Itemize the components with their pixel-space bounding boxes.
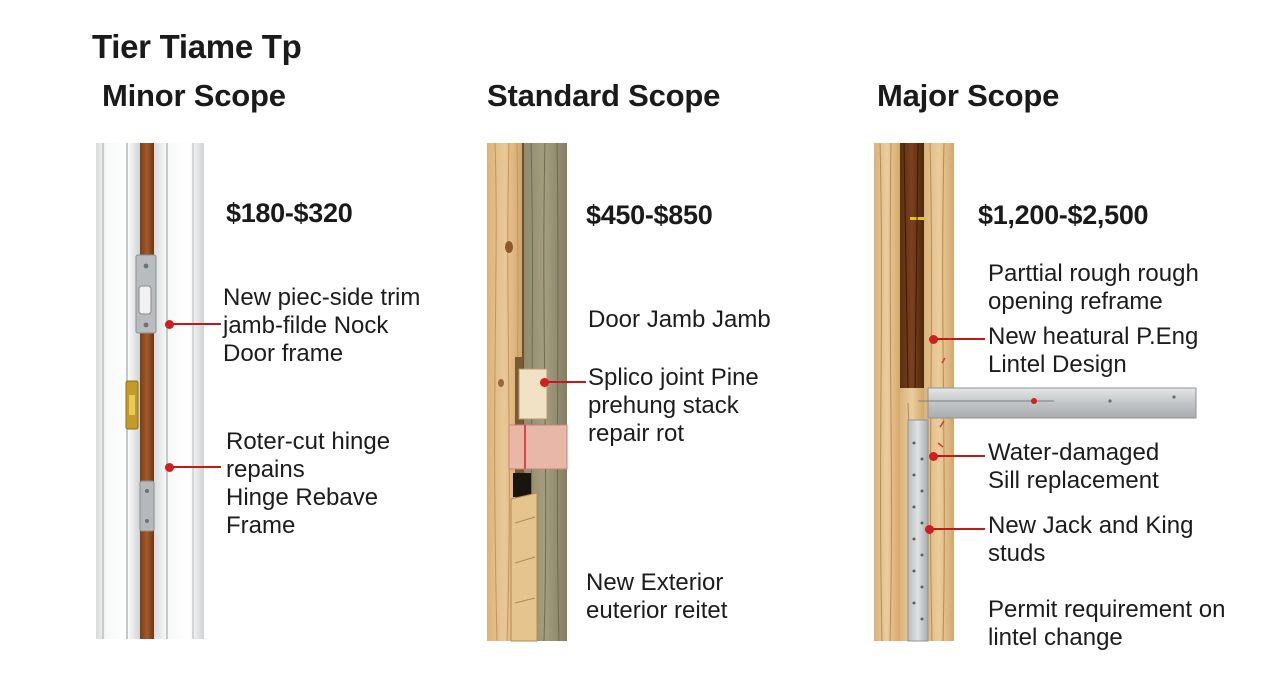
callout-leader — [937, 455, 985, 457]
price-standard: $450-$850 — [586, 200, 713, 230]
price-minor: $180-$320 — [226, 198, 353, 228]
strike-plate-icon — [125, 380, 139, 430]
callout-leader — [548, 381, 586, 383]
perforated-strap-icon — [907, 419, 929, 642]
callout-leader — [173, 466, 221, 468]
lower-hinge-icon — [139, 480, 155, 532]
tier-heading-major: Major Scope — [877, 78, 1060, 113]
upper-hinge-icon — [135, 254, 157, 334]
note-standard-jamb: Door Jamb Jamb — [588, 306, 771, 333]
callout-leader — [173, 323, 221, 325]
price-major: $1,200-$2,500 — [978, 200, 1149, 230]
callout-dot — [925, 525, 934, 534]
callout-dot — [540, 378, 549, 387]
callout-dot — [929, 452, 938, 461]
major-reframe-illustration — [874, 142, 1197, 642]
tier-heading-minor: Minor Scope — [102, 78, 286, 113]
minor-door-jamb-illustration — [96, 143, 204, 639]
callout-dot — [165, 320, 174, 329]
standard-jamb-splice-illustration — [487, 142, 568, 642]
steel-lintel-icon — [918, 387, 1197, 419]
callout-dot — [165, 463, 174, 472]
page-title: Tier Tiame Tp — [92, 28, 302, 65]
tier-heading-standard: Standard Scope — [487, 78, 721, 113]
callout-leader — [937, 338, 985, 340]
callout-dot — [929, 335, 938, 344]
callout-leader — [933, 528, 985, 530]
